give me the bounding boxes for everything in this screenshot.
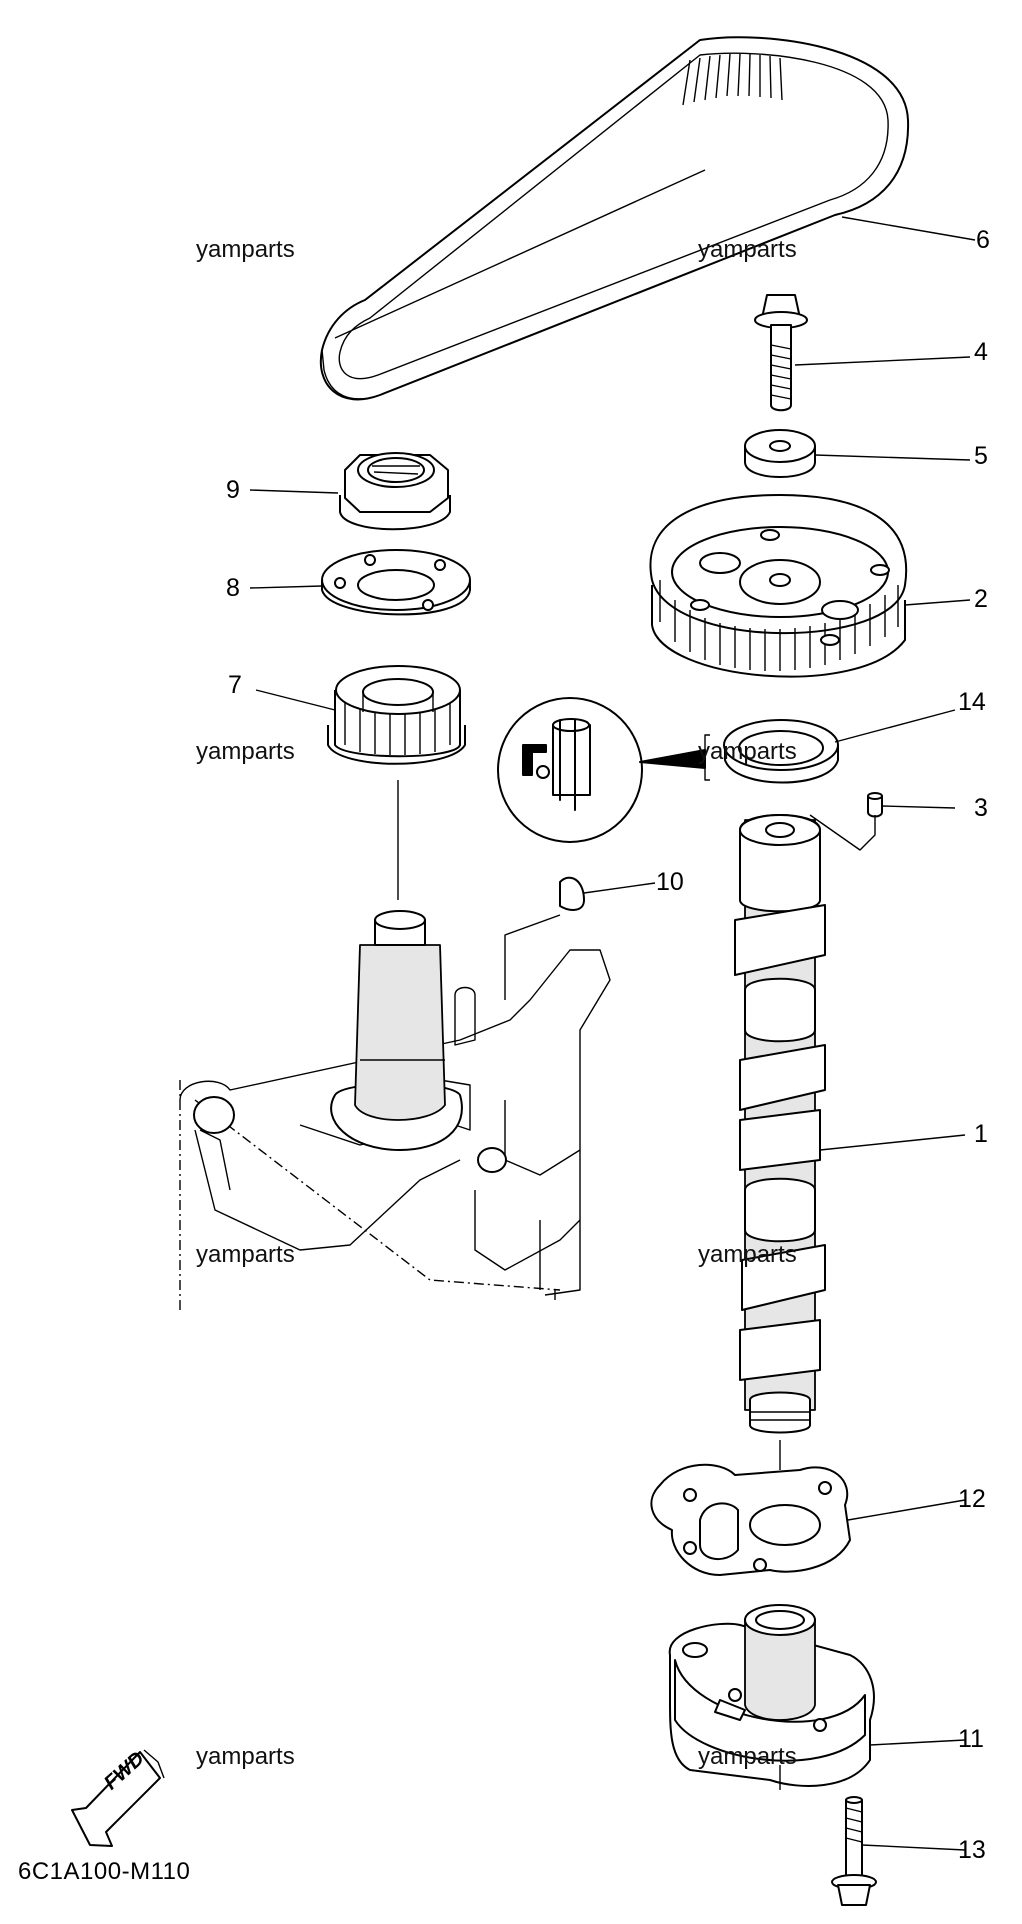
callout-11: 11 xyxy=(958,1725,984,1753)
oil-pump xyxy=(668,1604,875,1790)
pulley-plate xyxy=(321,549,471,616)
seal-detail-bubble xyxy=(497,697,706,843)
watermark: yamparts xyxy=(196,1241,295,1268)
camshaft-sprocket xyxy=(649,494,908,678)
watermark: yamparts xyxy=(698,738,797,765)
callout-9: 9 xyxy=(226,476,240,504)
drive-sprocket xyxy=(327,665,466,765)
leader-lines xyxy=(249,216,976,1851)
watermark: yamparts xyxy=(698,1241,797,1268)
watermark: yamparts xyxy=(698,1743,797,1770)
watermark: yamparts xyxy=(698,236,797,263)
watermark: yamparts xyxy=(196,236,295,263)
callout-5: 5 xyxy=(974,442,988,470)
oil-seal xyxy=(704,719,839,784)
watermark: yamparts xyxy=(196,1743,295,1770)
timing-belt xyxy=(319,36,910,401)
fwd-arrow-icon xyxy=(71,1749,165,1847)
callout-2: 2 xyxy=(974,585,988,613)
callout-10: 10 xyxy=(656,868,684,896)
callout-12: 12 xyxy=(958,1485,986,1513)
dowel-pin xyxy=(809,792,883,851)
crankcase-block xyxy=(179,910,611,1310)
callout-13: 13 xyxy=(958,1836,986,1864)
callout-14: 14 xyxy=(958,688,986,716)
watermark: yamparts xyxy=(196,738,295,765)
callout-1: 1 xyxy=(974,1120,988,1148)
callout-8: 8 xyxy=(226,574,240,602)
sprocket-bolt xyxy=(754,294,808,412)
callout-7: 7 xyxy=(228,671,242,699)
callout-4: 4 xyxy=(974,338,988,366)
woodruff-key xyxy=(504,876,585,1000)
callout-6: 6 xyxy=(976,226,990,254)
washer xyxy=(744,429,816,478)
callout-3: 3 xyxy=(974,794,988,822)
crank-nut xyxy=(339,452,451,531)
pump-bolt xyxy=(831,1796,877,1906)
diagram-code: 6C1A100-M110 xyxy=(18,1858,191,1885)
pump-gasket xyxy=(650,1463,851,1576)
camshaft xyxy=(734,814,826,1470)
